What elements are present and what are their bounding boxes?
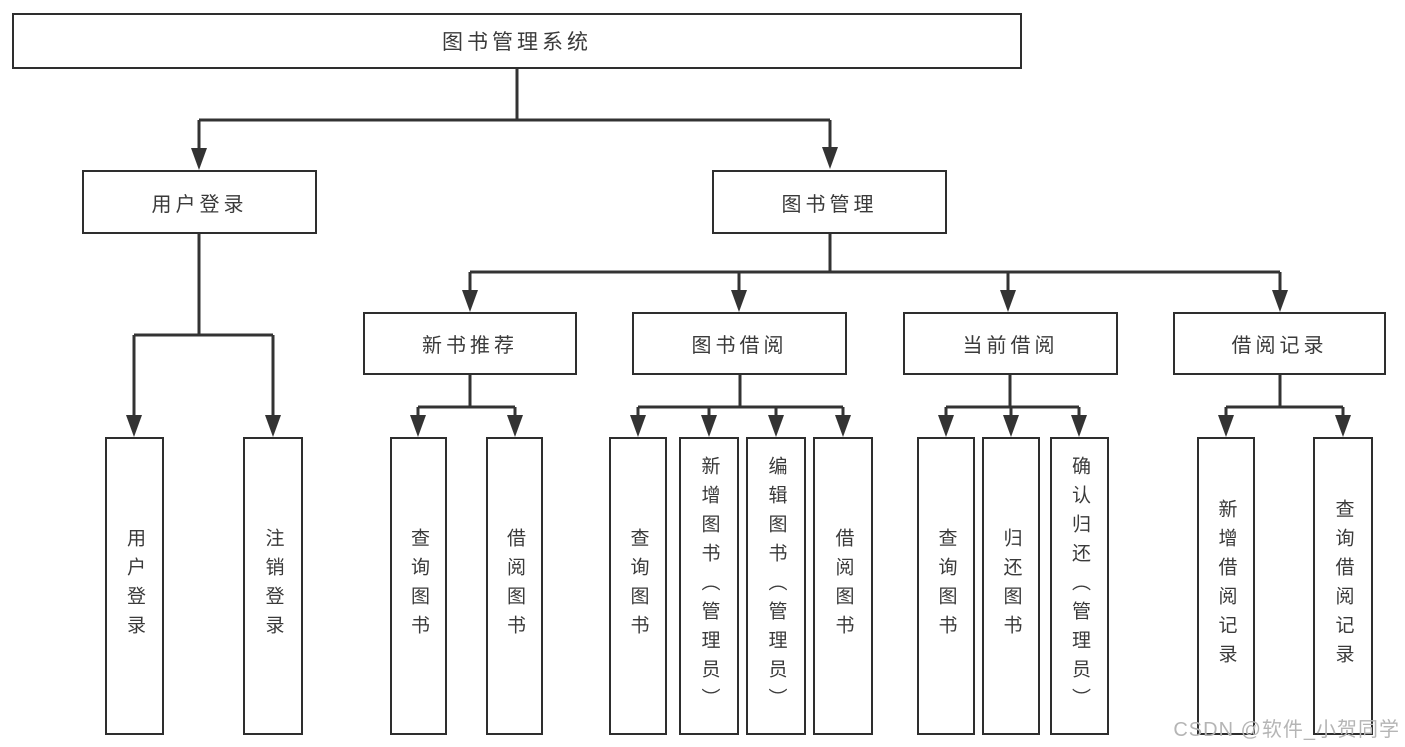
leaf-query-borrow-record: 查询借阅记录 [1313,437,1373,735]
csdn-watermark: CSDN @软件_小贺同学 [1173,719,1400,741]
leaf-user-login-label: 用户登录 [124,528,145,644]
edge-root-to-level2 [197,69,832,150]
leaf-query-borrow-record-label: 查询借阅记录 [1332,499,1354,673]
arrow-down-icon [410,415,426,437]
leaf-add-borrow-record-label: 新增借阅记录 [1215,499,1237,673]
node-root: 图书管理系统 [12,13,1022,69]
leaf-logout: 注销登录 [243,437,303,735]
arrow-down-icon [822,147,838,169]
node-new-book-recommend-label: 新书推荐 [422,335,518,357]
arrow-down-icon [1218,415,1234,437]
arrow-down-icon [768,415,784,437]
arrow-down-icon [265,415,281,437]
arrow-down-icon [1000,290,1016,312]
node-book-borrow-label: 图书借阅 [691,335,788,357]
edge-bookborrow-to-leaves [636,375,845,417]
leaf-query-books-recommend-label: 查询图书 [408,528,429,644]
arrow-down-icon [835,415,851,437]
node-book-management: 图书管理 [712,170,947,234]
arrow-down-icon [462,290,478,312]
node-new-book-recommend: 新书推荐 [363,312,577,375]
node-current-borrow-label: 当前借阅 [962,335,1059,357]
leaf-add-borrow-record: 新增借阅记录 [1197,437,1255,735]
node-user-login: 用户登录 [82,170,317,234]
arrow-down-icon [630,415,646,437]
leaf-borrow-books-recommend: 借阅图书 [486,437,543,735]
arrow-down-icon [126,415,142,437]
leaf-query-books-current: 查询图书 [917,437,975,735]
leaf-confirm-return-admin: 确认归还（管理员） [1050,437,1109,735]
arrow-down-icon [731,290,747,312]
leaf-logout-label: 注销登录 [262,528,284,644]
leaf-edit-book-admin-label: 编辑图书（管理员） [765,455,787,717]
leaf-add-book-admin-label: 新增图书（管理员） [698,455,720,717]
leaf-borrow-books-label: 借阅图书 [832,528,854,644]
leaf-borrow-books: 借阅图书 [813,437,873,735]
arrow-down-icon [1071,415,1087,437]
leaf-query-books-borrow-label: 查询图书 [627,528,649,644]
node-current-borrow: 当前借阅 [903,312,1118,375]
node-book-management-label: 图书管理 [781,193,878,216]
edge-bookmgmt-to-level3 [468,234,1282,292]
arrow-down-icon [1003,415,1019,437]
node-borrow-records: 借阅记录 [1173,312,1386,375]
leaf-query-books-borrow: 查询图书 [609,437,667,735]
arrow-down-icon [701,415,717,437]
leaf-borrow-books-recommend-label: 借阅图书 [504,528,525,644]
arrow-down-icon [507,415,523,437]
leaf-query-books-recommend: 查询图书 [390,437,447,735]
node-borrow-records-label: 借阅记录 [1231,335,1328,357]
leaf-user-login: 用户登录 [105,437,164,735]
arrow-down-icon [1335,415,1351,437]
edge-records-to-leaves [1224,375,1345,417]
node-user-login-label: 用户登录 [151,193,248,216]
leaf-query-books-current-label: 查询图书 [935,528,957,644]
leaf-edit-book-admin: 编辑图书（管理员） [746,437,806,735]
node-root-label: 图书管理系统 [442,31,592,54]
leaf-return-book: 归还图书 [982,437,1040,735]
edge-currentborrow-to-leaves [944,375,1081,417]
arrowheads [126,147,1351,437]
node-book-borrow: 图书借阅 [632,312,847,375]
arrow-down-icon [191,148,207,170]
arrow-down-icon [1272,290,1288,312]
edge-newbook-to-leaves [416,375,517,417]
leaf-confirm-return-admin-label: 确认归还（管理员） [1069,455,1090,717]
leaf-return-book-label: 归还图书 [1000,528,1022,644]
edge-userlogin-to-leaves [132,234,275,417]
leaf-add-book-admin: 新增图书（管理员） [679,437,739,735]
arrow-down-icon [938,415,954,437]
